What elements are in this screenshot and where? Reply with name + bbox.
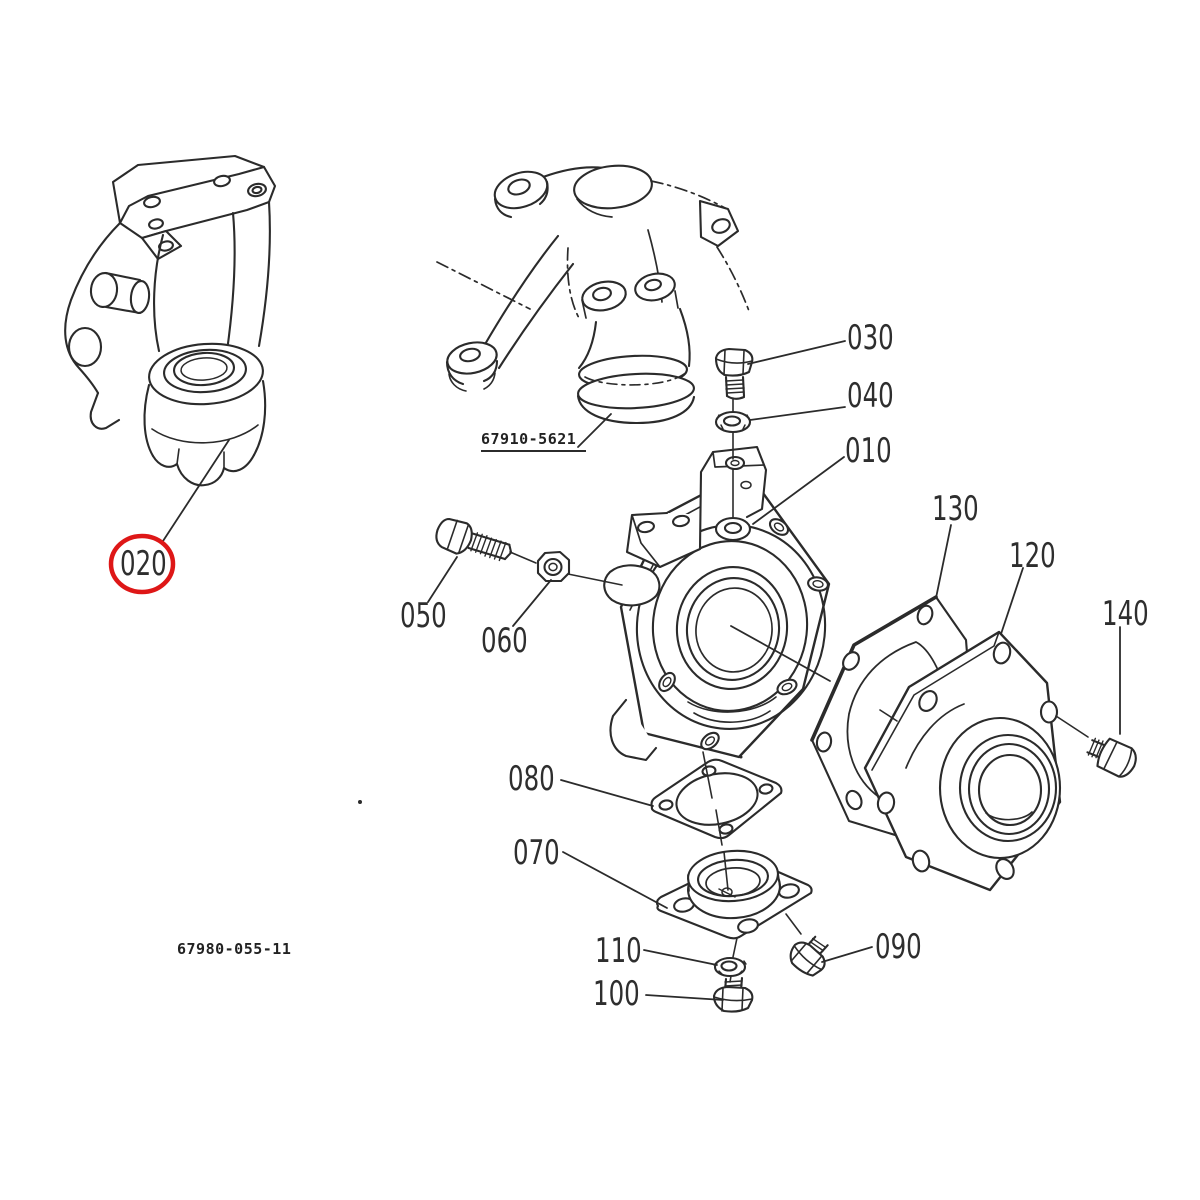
callout-060[interactable]: 060 <box>481 621 528 661</box>
callout-130[interactable]: 130 <box>932 489 979 529</box>
leader-030 <box>747 340 846 365</box>
callout-040[interactable]: 040 <box>847 376 894 416</box>
part-knuckle-assembly-ref <box>436 164 750 425</box>
leader-120 <box>1000 567 1024 635</box>
part-bolt-140 <box>1086 737 1137 778</box>
leader-100 <box>645 994 724 1001</box>
callout-100[interactable]: 100 <box>593 974 640 1014</box>
leader-110 <box>643 949 718 966</box>
part-nut-060 <box>536 550 571 583</box>
leader-010-bore <box>730 625 831 682</box>
callout-010[interactable]: 010 <box>845 431 892 471</box>
leader-060 <box>512 579 552 627</box>
part-washer-110 <box>713 956 747 978</box>
highlight-circle-020 <box>108 533 176 595</box>
callout-090[interactable]: 090 <box>875 927 922 967</box>
leader-070 <box>562 851 668 909</box>
part-bolt-050 <box>435 517 513 562</box>
leader-040 <box>749 406 846 421</box>
leader-090 <box>821 946 873 963</box>
part-bolt-090 <box>789 935 829 977</box>
callout-020[interactable]: 020 <box>120 544 167 584</box>
part-bolt-030 <box>714 347 754 400</box>
reference-part-number[interactable]: 67910-5621 <box>481 430 587 452</box>
part-bolt-100 <box>712 976 754 1013</box>
part-washer-040 <box>714 410 752 434</box>
leader-lines <box>162 340 1121 1001</box>
part-knuckle-housing-010 <box>603 445 831 762</box>
part-cover-120 <box>863 630 1062 892</box>
part-knuckle-case-020 <box>64 154 277 487</box>
callout-050[interactable]: 050 <box>400 596 447 636</box>
callout-080[interactable]: 080 <box>508 759 555 799</box>
leader-130 <box>935 524 952 599</box>
assembly-lines <box>358 397 1089 983</box>
callout-110[interactable]: 110 <box>595 931 642 971</box>
leader-020 <box>162 439 230 542</box>
part-gasket-080 <box>650 758 783 840</box>
part-bearing-holder-070 <box>655 849 813 940</box>
leader-080 <box>560 779 654 807</box>
callout-140[interactable]: 140 <box>1102 594 1149 634</box>
leader-010 <box>752 456 845 525</box>
callout-030[interactable]: 030 <box>847 318 894 358</box>
figure-code: 67980-055-11 <box>177 940 292 958</box>
leader-050 <box>427 556 458 603</box>
leader-ref <box>577 413 612 448</box>
callout-070[interactable]: 070 <box>513 833 560 873</box>
callout-120[interactable]: 120 <box>1009 536 1056 576</box>
